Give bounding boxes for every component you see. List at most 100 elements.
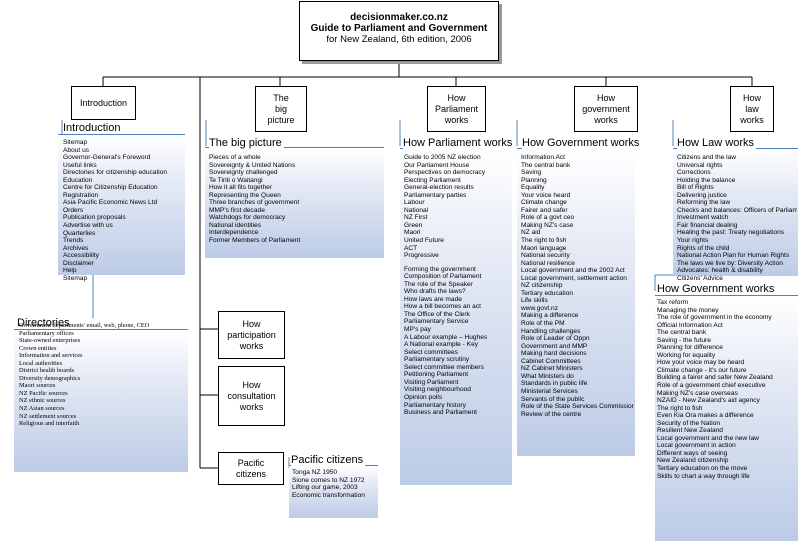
- government-2-link[interactable]: Making NZ's case overseas: [657, 389, 738, 397]
- pacific-link[interactable]: Economic transformation: [292, 491, 365, 499]
- government-2-link[interactable]: New Zealand citizenship: [657, 457, 729, 465]
- parliament-link[interactable]: United Future: [404, 237, 444, 245]
- law-link[interactable]: Holding the balance: [677, 176, 736, 184]
- introduction-link[interactable]: Sitemap: [63, 139, 88, 146]
- big-picture-link[interactable]: How it all fits together: [209, 184, 273, 192]
- government-2-link[interactable]: Tax reform: [657, 299, 689, 306]
- directories-link[interactable]: Religious and interfaith: [19, 420, 80, 428]
- government-link[interactable]: Cabinet Committees: [521, 357, 581, 365]
- government-2-link[interactable]: Working for equality: [657, 351, 716, 359]
- parliament-link[interactable]: Green: [404, 221, 423, 229]
- parliament-link[interactable]: Parliamentary history: [404, 401, 466, 409]
- law-link[interactable]: Delivering justice: [677, 191, 727, 199]
- introduction-link[interactable]: Useful links: [63, 161, 97, 169]
- government-link[interactable]: Making NZ's case: [521, 221, 574, 229]
- parliament-link[interactable]: Electing Parliament: [404, 176, 461, 184]
- government-2-link[interactable]: Local government in action: [657, 442, 736, 450]
- big-picture-link[interactable]: Representing the Queen: [209, 191, 281, 199]
- introduction-link[interactable]: Archives: [63, 244, 89, 252]
- government-link[interactable]: Servants of the public: [521, 395, 585, 403]
- node-parliament[interactable]: How Parliament works: [427, 86, 486, 132]
- government-2-link[interactable]: Role of a government chief executive: [657, 382, 766, 390]
- directories-link[interactable]: NZ Asian sources: [19, 405, 65, 413]
- government-2-link[interactable]: NZAID - New Zealand's aid agency: [657, 397, 760, 405]
- government-link[interactable]: Role of Leader of Oppn: [521, 335, 590, 343]
- parliament-link[interactable]: ACT: [404, 244, 418, 252]
- big-picture-link[interactable]: Sovereignty & United Nations: [209, 161, 296, 169]
- law-link[interactable]: Your rights: [677, 237, 709, 245]
- introduction-link[interactable]: Sitemap: [63, 274, 88, 282]
- parliament-link[interactable]: Select committees: [404, 348, 458, 356]
- big-picture-link[interactable]: Former Members of Parliament: [209, 237, 301, 245]
- parliament-link[interactable]: Opinion polls: [404, 393, 443, 401]
- government-link[interactable]: Equality: [521, 184, 545, 192]
- law-link[interactable]: Citizens' Advice: [677, 274, 723, 282]
- introduction-link[interactable]: Education: [63, 176, 93, 184]
- government-link[interactable]: Life skills: [521, 297, 548, 305]
- directories-link[interactable]: Local authorities: [19, 359, 63, 367]
- law-link[interactable]: Reforming the law: [677, 199, 731, 207]
- node-introduction[interactable]: Introduction: [71, 86, 136, 120]
- directories-link[interactable]: NZ settlement sources: [19, 412, 77, 420]
- government-link[interactable]: Government and MMP: [521, 342, 588, 350]
- big-picture-link[interactable]: Te Tiriti o Waitangi: [209, 176, 263, 184]
- law-link[interactable]: Advocates: health & disability: [677, 267, 763, 275]
- directories-link[interactable]: NZ Pacific sources: [19, 389, 68, 397]
- government-2-link[interactable]: Building a fairer and safer New Zealand: [657, 374, 773, 382]
- parliament-link[interactable]: Visiting Parliament: [404, 378, 459, 386]
- government-link[interactable]: Saving: [521, 169, 542, 177]
- node-pacific[interactable]: Pacific citizens: [218, 452, 284, 485]
- government-link[interactable]: National resilience: [521, 259, 575, 267]
- big-picture-link[interactable]: MMP's first decade: [209, 206, 265, 214]
- parliament-link[interactable]: Visiting neighbourhood: [404, 386, 471, 394]
- government-link[interactable]: Maori language: [521, 244, 567, 252]
- directories-link[interactable]: Information and services: [19, 352, 83, 360]
- government-link[interactable]: The right to fish: [521, 237, 567, 245]
- node-participation[interactable]: How participation works: [218, 311, 285, 359]
- parliament-link[interactable]: How a bill becomes an act: [404, 303, 481, 311]
- introduction-link[interactable]: Orders: [63, 206, 84, 214]
- government-2-link[interactable]: Resilient New Zealand: [657, 427, 723, 435]
- directories-link[interactable]: Parliamentary offices: [19, 329, 74, 337]
- government-2-link[interactable]: Security of the Nation: [657, 419, 721, 427]
- government-link[interactable]: Making hard decisions: [521, 350, 587, 358]
- parliament-link[interactable]: A National example - Key: [404, 341, 479, 349]
- introduction-link[interactable]: Centre for Citizenship Education: [63, 184, 158, 192]
- pacific-link[interactable]: Lifting our game, 2003: [292, 484, 358, 492]
- law-link[interactable]: The laws we live by: Diversity Action: [677, 259, 783, 267]
- parliament-link[interactable]: National: [404, 206, 429, 214]
- government-link[interactable]: The central bank: [521, 161, 571, 169]
- introduction-link[interactable]: Governor-General's Foreword: [63, 154, 151, 162]
- introduction-link[interactable]: Quarterlies: [63, 229, 96, 237]
- government-2-link[interactable]: The role of government in the economy: [657, 314, 772, 322]
- introduction-link[interactable]: About us: [63, 146, 90, 154]
- government-link[interactable]: NZ Cabinet Ministers: [521, 365, 583, 373]
- directories-link[interactable]: District health boards: [19, 367, 75, 375]
- introduction-link[interactable]: Disclaimer: [63, 259, 94, 267]
- government-link[interactable]: Role of the PM: [521, 320, 565, 328]
- node-consultation[interactable]: How consultation works: [218, 366, 285, 426]
- government-2-link[interactable]: Even Kia Ora makes a difference: [657, 412, 754, 420]
- node-government[interactable]: How government works: [574, 86, 638, 132]
- government-link[interactable]: Role of the State Services Commission: [521, 403, 634, 411]
- root-node[interactable]: decisionmaker.co.nz Guide to Parliament …: [299, 1, 499, 61]
- pacific-link[interactable]: Tonga NZ 1950: [292, 469, 338, 476]
- government-link[interactable]: Climate change: [521, 199, 567, 207]
- parliament-link[interactable]: Perspectives on democracy: [404, 169, 485, 177]
- government-link[interactable]: www.govt.nz: [521, 304, 559, 312]
- parliament-link[interactable]: Parliamentary parties: [404, 191, 467, 199]
- parliament-link[interactable]: Our Parliament House: [404, 161, 470, 169]
- government-link[interactable]: Your voice heard: [521, 191, 571, 199]
- law-link[interactable]: Investment watch: [677, 214, 729, 222]
- parliament-link[interactable]: Who drafts the laws?: [404, 288, 466, 296]
- introduction-link[interactable]: Accessibility: [63, 252, 99, 260]
- law-link[interactable]: Fair financial dealing: [677, 221, 738, 229]
- directories-link[interactable]: State-owned enterprises: [19, 337, 81, 345]
- parliament-link[interactable]: Parliamentary scrutiny: [404, 356, 470, 364]
- directories-link[interactable]: Diversity demographics: [19, 374, 81, 382]
- directories-link[interactable]: Maori sources: [19, 382, 56, 390]
- government-link[interactable]: Planning: [521, 176, 547, 184]
- parliament-link[interactable]: MP's pay: [404, 326, 431, 334]
- parliament-link[interactable]: Composition of Parliament: [404, 273, 482, 281]
- parliament-link[interactable]: Labour: [404, 199, 425, 207]
